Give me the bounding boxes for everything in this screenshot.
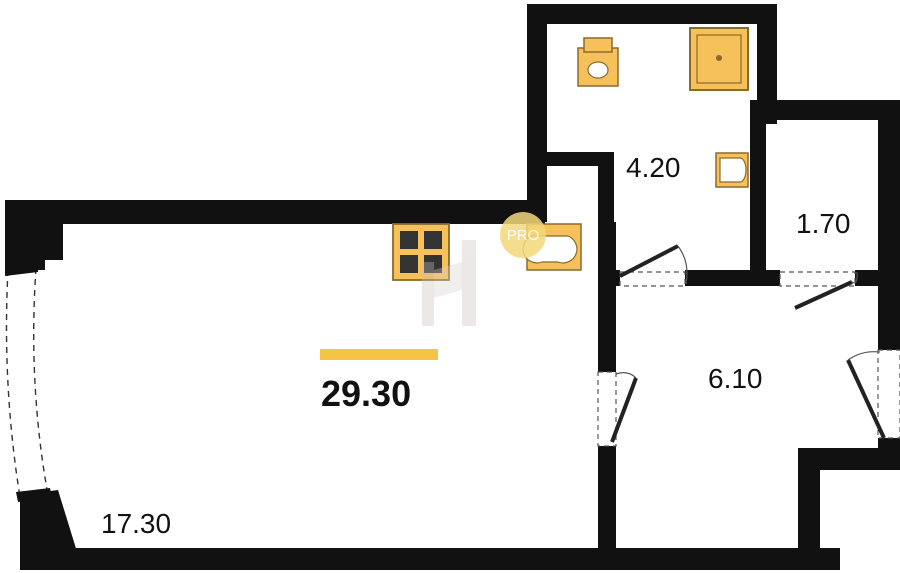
door-bath xyxy=(619,244,679,278)
accent-bar xyxy=(320,349,438,360)
doors xyxy=(610,244,886,443)
pro-badge: PRO xyxy=(500,212,546,258)
window-joint-bottom xyxy=(16,488,52,502)
wall-bath-hall-left xyxy=(598,270,620,286)
door-living xyxy=(610,377,638,443)
door-storage xyxy=(794,280,853,310)
room-area-storage: 1.70 xyxy=(796,208,851,239)
wall-storage-left xyxy=(750,100,766,282)
walls xyxy=(5,4,900,570)
wall-storage-hall-right xyxy=(855,270,900,286)
wall-bath-right xyxy=(757,4,777,124)
wall-shaft-top xyxy=(527,152,612,166)
wall-hall-step xyxy=(798,448,900,570)
shower-tray-icon xyxy=(689,27,749,91)
wall-living-left-inner-top xyxy=(45,200,63,260)
door-entrance xyxy=(846,359,886,439)
bath-sink-icon xyxy=(715,152,749,188)
wall-storage-right xyxy=(878,100,900,350)
wall-bath-left xyxy=(527,4,547,222)
watermark-logo xyxy=(422,240,476,326)
room-area-bathroom: 4.20 xyxy=(626,152,681,183)
wall-living-top xyxy=(5,200,545,224)
wall-living-left-bottom xyxy=(20,490,78,555)
stove-icon xyxy=(392,223,450,281)
window-left xyxy=(5,267,49,498)
wall-living-hall-lower xyxy=(598,446,616,550)
wall-shaft-right xyxy=(598,152,614,226)
room-area-hallway: 6.10 xyxy=(708,363,763,394)
wall-living-hall xyxy=(598,222,616,372)
wall-bottom xyxy=(20,548,840,570)
window-joint-top xyxy=(5,262,38,276)
total-area: 29.30 xyxy=(321,373,412,414)
wall-living-left-top xyxy=(5,200,45,270)
door-swings xyxy=(615,245,881,379)
door-openings xyxy=(597,271,900,447)
wall-bath-top xyxy=(527,4,777,24)
wall-storage-top xyxy=(757,100,900,120)
room-area-living: 17.30 xyxy=(101,508,172,539)
toilet-icon xyxy=(577,37,619,87)
wall-bath-hall xyxy=(685,270,780,286)
